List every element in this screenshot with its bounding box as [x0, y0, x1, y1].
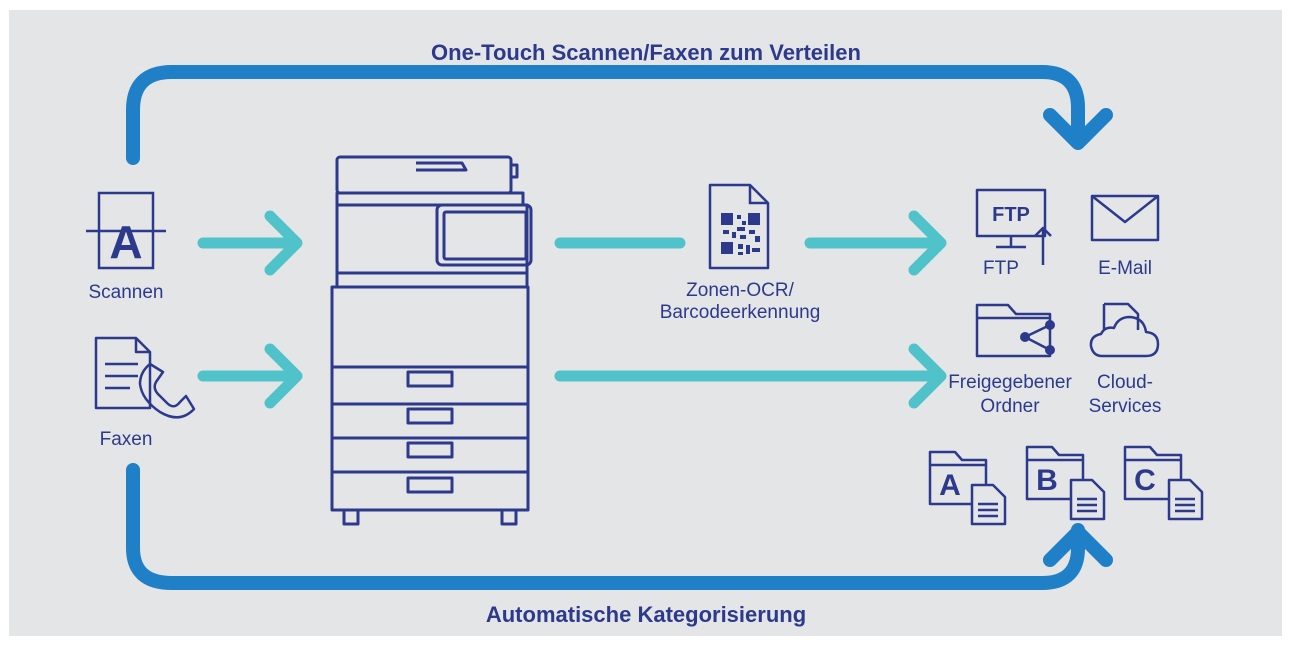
- qr-document-icon: [708, 183, 770, 270]
- email-icon: [1090, 194, 1160, 242]
- top-loop-arrowhead: [1043, 108, 1113, 150]
- cloud-icon: [1089, 302, 1160, 358]
- scan-arrowhead: [264, 210, 303, 276]
- ftp-label: FTP: [983, 258, 1019, 279]
- ocr-arrowhead: [908, 210, 947, 276]
- category-label-b: B: [1036, 464, 1058, 497]
- shared-folder-label-line1: Freigegebener: [948, 372, 1072, 393]
- email-label: E-Mail: [1098, 258, 1152, 279]
- shared-folder-icon: [975, 303, 1052, 358]
- ocr-label-line1: Zonen-OCR/: [686, 280, 794, 301]
- fax-label: Faxen: [99, 429, 153, 450]
- scan-label: Scannen: [88, 282, 164, 303]
- category-folder-a-icon: [928, 450, 1007, 526]
- mfp-printer-icon: [330, 155, 533, 526]
- category-folder-b-icon: [1025, 445, 1106, 521]
- ocr-label-line2: Barcodeerkennung: [659, 302, 821, 323]
- shared-folder-label-line2: Ordner: [980, 396, 1040, 417]
- scan-letter: A: [109, 216, 142, 268]
- category-label-c: C: [1134, 464, 1156, 497]
- ftp-icon-text: FTP: [992, 204, 1030, 226]
- fax-icon: [94, 336, 196, 419]
- top-loop-arrow: [126, 65, 1085, 165]
- category-folder-c-icon: [1123, 445, 1204, 521]
- share-icon: [1020, 320, 1055, 355]
- scan-icon: [86, 191, 166, 270]
- folder-arrowhead: [908, 343, 947, 409]
- cloud-label-line1: Cloud-: [1097, 372, 1153, 393]
- bottom-loop-arrowhead: [1043, 525, 1113, 567]
- cloud-label-line2: Services: [1088, 396, 1162, 417]
- category-label-a: A: [939, 469, 961, 502]
- bottom-loop-arrow: [126, 463, 1085, 590]
- bottom-loop-label: Automatische Kategorisierung: [485, 602, 807, 627]
- top-loop-label: One-Touch Scannen/Faxen zum Verteilen: [431, 40, 861, 65]
- ftp-monitor-icon: [975, 188, 1052, 265]
- fax-arrowhead: [264, 343, 303, 409]
